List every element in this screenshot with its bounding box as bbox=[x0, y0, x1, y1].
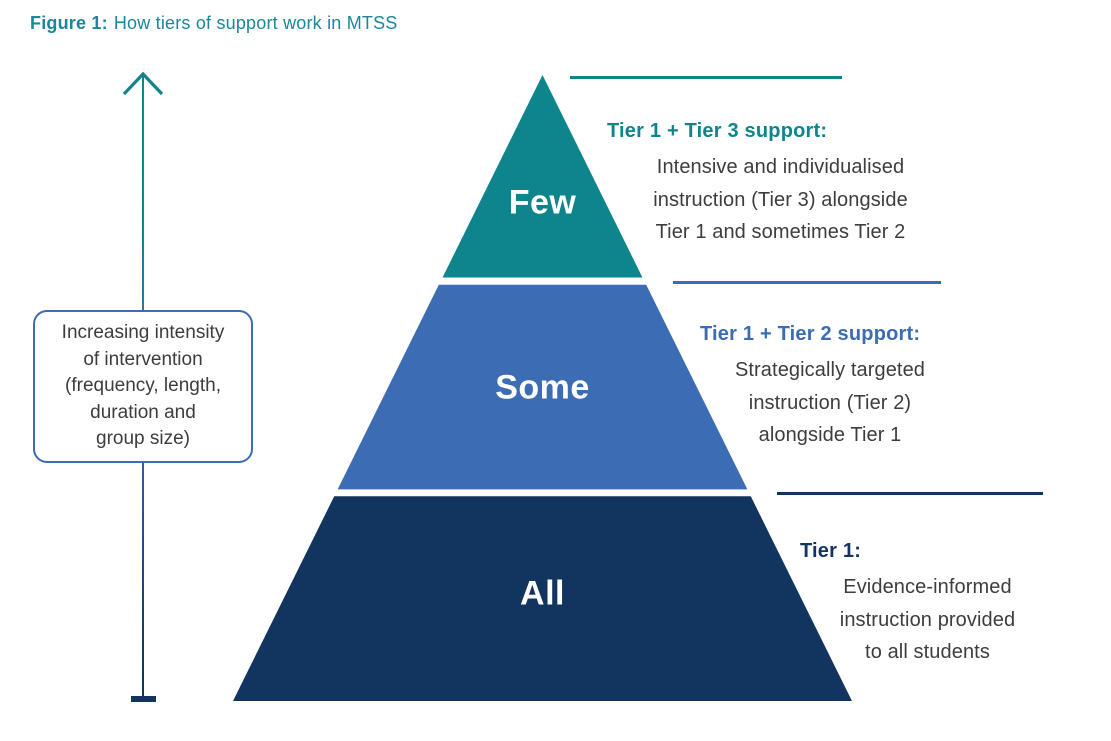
figure-title-label: Figure 1: bbox=[30, 13, 108, 33]
tier2-callout: Tier 1 + Tier 2 support: Strategically t… bbox=[700, 321, 960, 452]
tier2-callout-body: Strategically targeted instruction (Tier… bbox=[734, 359, 926, 446]
figure-title: Figure 1:How tiers of support work in MT… bbox=[30, 12, 398, 34]
tier-some-label: Some bbox=[495, 368, 590, 407]
intensity-arrow-base-tick bbox=[131, 696, 156, 702]
tier1-callout-body: Evidence-informed instruction provided t… bbox=[839, 576, 1016, 663]
tier2-callout-rule bbox=[673, 281, 941, 284]
tier3-callout: Tier 1 + Tier 3 support: Intensive and i… bbox=[607, 118, 954, 249]
tier-few-label: Few bbox=[508, 183, 577, 222]
intensity-label-box: Increasing intensity of intervention (fr… bbox=[33, 310, 253, 463]
tier-all-label: All bbox=[520, 574, 565, 613]
tier1-callout-heading: Tier 1: bbox=[800, 540, 862, 562]
figure-title-caption: How tiers of support work in MTSS bbox=[113, 13, 398, 33]
intensity-label: Increasing intensity of intervention (fr… bbox=[61, 322, 225, 450]
tier-all-shape bbox=[233, 496, 852, 701]
tier3-callout-heading: Tier 1 + Tier 3 support: bbox=[607, 120, 828, 142]
tier1-callout-rule bbox=[777, 492, 1043, 495]
tier3-callout-rule bbox=[570, 76, 842, 79]
tier2-callout-heading: Tier 1 + Tier 2 support: bbox=[700, 323, 921, 345]
mtss-pyramid: Few Some All bbox=[233, 75, 852, 701]
tier3-callout-body: Intensive and individualised instruction… bbox=[653, 156, 908, 243]
tier1-callout: Tier 1: Evidence-informed instruction pr… bbox=[800, 538, 1055, 669]
